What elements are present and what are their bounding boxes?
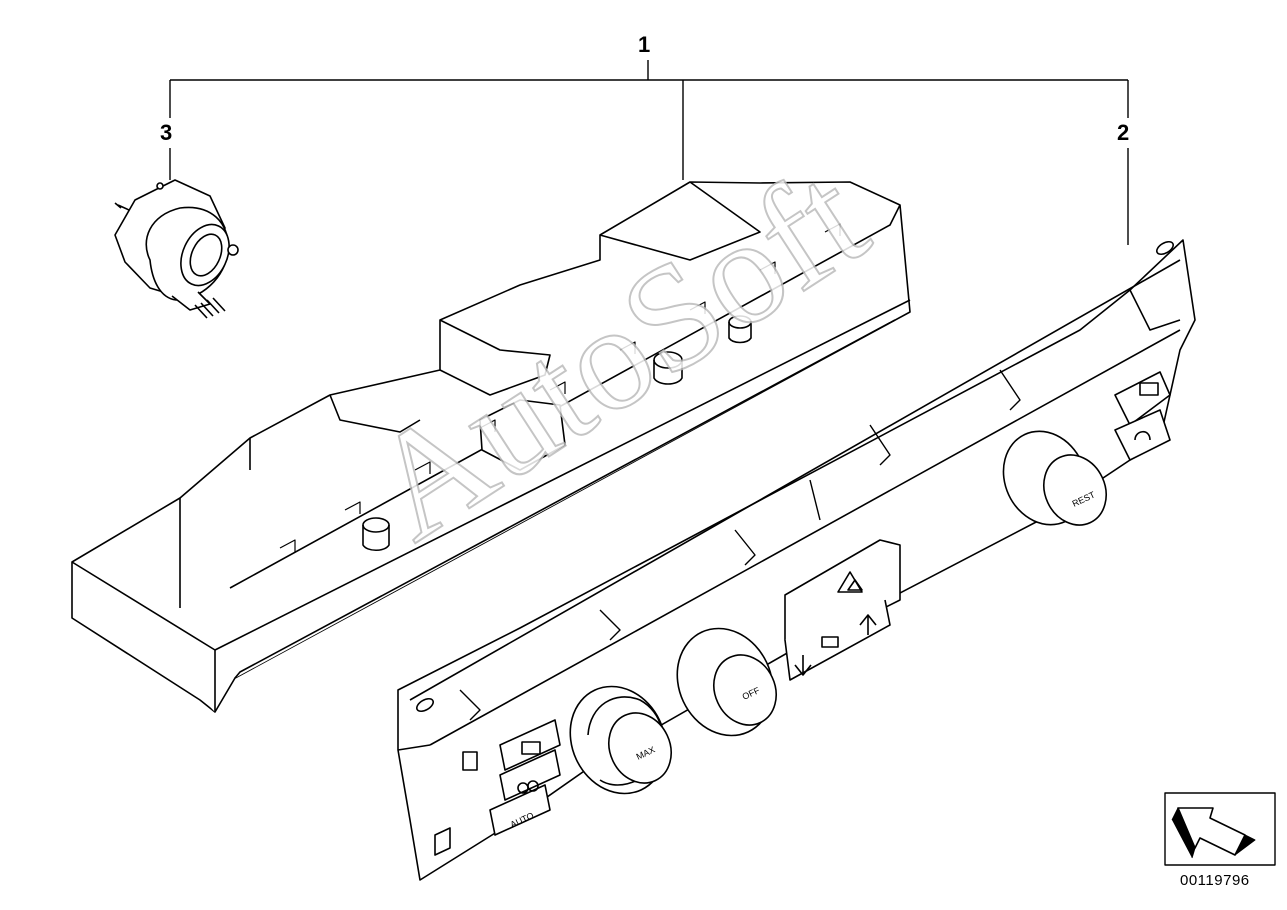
- rear-defrost-icon: [1139, 382, 1159, 396]
- knob-middle: [676, 627, 777, 737]
- recirculation-icon: [517, 780, 539, 794]
- callout-leader-lines: [169, 60, 1129, 245]
- sensor-part: [114, 179, 239, 319]
- north-west-arrow-icon: [1164, 792, 1276, 866]
- knob-left: [569, 685, 672, 795]
- callout-number-1: 1: [638, 32, 651, 57]
- callout-number-2: 2: [1117, 120, 1130, 145]
- knob-right: [1002, 430, 1107, 526]
- housing-part: [71, 181, 911, 713]
- arrow-down-icon: [794, 655, 812, 676]
- document-number: 00119796: [1180, 872, 1250, 889]
- callout-number-3: 3: [160, 120, 173, 145]
- front-defrost-icon: [1134, 430, 1151, 441]
- front-panel-part: [397, 239, 1196, 881]
- front-defrost-icon-left: [521, 741, 541, 755]
- recirculation-icon-top: [821, 636, 839, 648]
- hazard-triangle-icon: [837, 571, 863, 593]
- arrow-up-icon: [859, 614, 877, 635]
